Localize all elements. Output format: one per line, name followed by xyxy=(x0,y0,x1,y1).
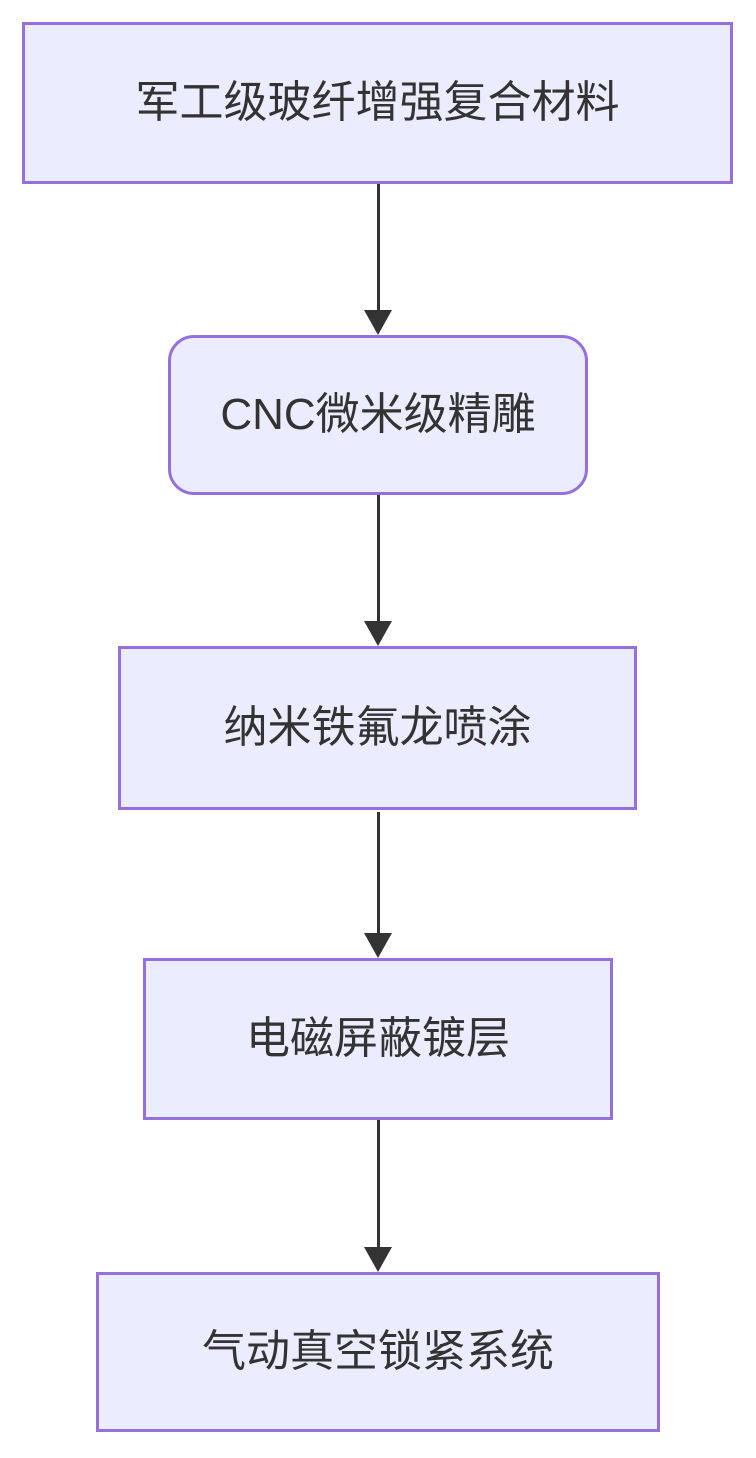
flowchart-node-material: 军工级玻纤增强复合材料 xyxy=(22,22,733,184)
flowchart-node-emi-shielding: 电磁屏蔽镀层 xyxy=(143,958,613,1120)
flowchart-edge-4 xyxy=(363,1120,393,1272)
flowchart-edge-2 xyxy=(363,495,393,646)
edge-line xyxy=(376,1120,380,1247)
arrowhead-down-icon xyxy=(364,933,392,958)
flowchart-edge-3 xyxy=(363,812,393,958)
flowchart-node-cnc-engraving: CNC微米级精雕 xyxy=(168,335,588,495)
node-label: CNC微米级精雕 xyxy=(220,389,536,439)
node-label: 气动真空锁紧系统 xyxy=(202,1326,554,1376)
edge-line xyxy=(376,812,380,933)
flowchart-edge-1 xyxy=(363,184,393,335)
arrowhead-down-icon xyxy=(364,1247,392,1272)
flowchart-node-vacuum-lock: 气动真空锁紧系统 xyxy=(96,1272,660,1432)
arrowhead-down-icon xyxy=(364,621,392,646)
node-label: 电磁屏蔽镀层 xyxy=(246,1013,510,1063)
edge-line xyxy=(376,495,380,621)
edge-line xyxy=(376,184,380,310)
node-label: 军工级玻纤增强复合材料 xyxy=(135,77,620,127)
arrowhead-down-icon xyxy=(364,310,392,335)
flowchart-node-teflon-coating: 纳米铁氟龙喷涂 xyxy=(118,646,637,810)
node-label: 纳米铁氟龙喷涂 xyxy=(223,702,532,752)
